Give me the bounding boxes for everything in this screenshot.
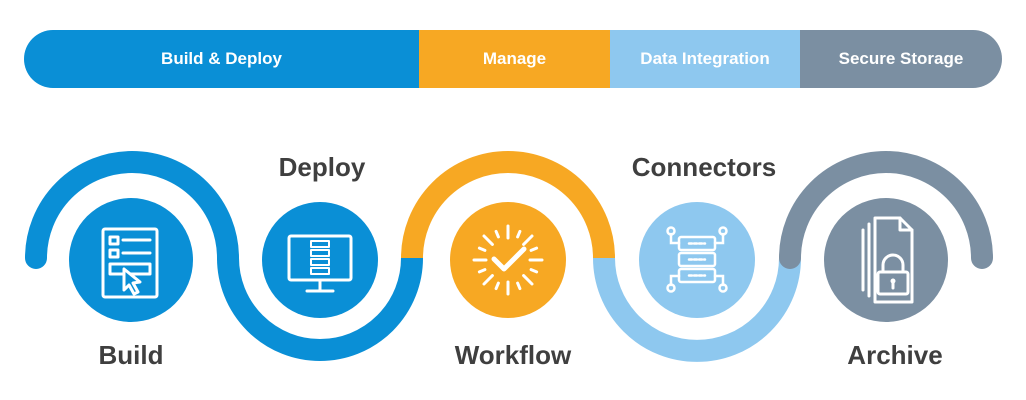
segment-secure-storage-label: Secure Storage — [838, 49, 964, 68]
segment-secure-storage: Secure Storage — [800, 30, 1002, 88]
burst-ray — [529, 268, 539, 274]
step-workflow — [450, 202, 566, 318]
burst-ray — [516, 229, 522, 239]
step-connectors — [639, 202, 755, 318]
locked-documents-icon — [861, 216, 914, 304]
burst-ray — [529, 246, 539, 252]
burst-ray — [494, 229, 500, 239]
burst-ray — [494, 281, 500, 291]
wave-segment-archive — [779, 151, 993, 269]
burst-ray — [477, 246, 487, 252]
wave-segment-deploy — [217, 257, 423, 361]
burst-ray — [516, 281, 522, 291]
segment-data-integration: Data Integration — [610, 30, 800, 88]
segment-build-deploy-label: Build & Deploy — [161, 49, 282, 68]
segment-manage: Manage — [419, 30, 610, 88]
monitor-server-icon — [287, 234, 353, 293]
segment-build-deploy: Build & Deploy — [24, 30, 419, 88]
step-deploy — [262, 202, 378, 318]
step-build — [69, 198, 193, 322]
step-label-archive: Archive — [847, 340, 943, 370]
burst-ray — [482, 274, 494, 286]
server-connectors-icon — [666, 226, 728, 293]
step-label-build: Build — [98, 340, 164, 370]
checkmark-burst-icon — [472, 224, 544, 296]
step-label-connectors: Connectors — [631, 152, 777, 182]
form-cursor-icon — [101, 227, 159, 299]
step-label-workflow: Workflow — [454, 340, 572, 370]
segment-data-integration-label: Data Integration — [640, 49, 770, 68]
burst-ray — [522, 274, 534, 286]
wave-segment-connectors — [593, 257, 801, 362]
wave-segment-workflow — [401, 151, 615, 259]
wave-segment-build — [25, 151, 239, 269]
step-archive — [824, 198, 948, 322]
step-label-deploy: Deploy — [278, 152, 366, 182]
burst-ray — [522, 234, 534, 246]
burst-ray — [477, 268, 487, 274]
burst-ray — [482, 234, 494, 246]
segment-manage-label: Manage — [482, 49, 547, 68]
category-bar: Build & Deploy Manage Data Integration S… — [24, 30, 1002, 88]
